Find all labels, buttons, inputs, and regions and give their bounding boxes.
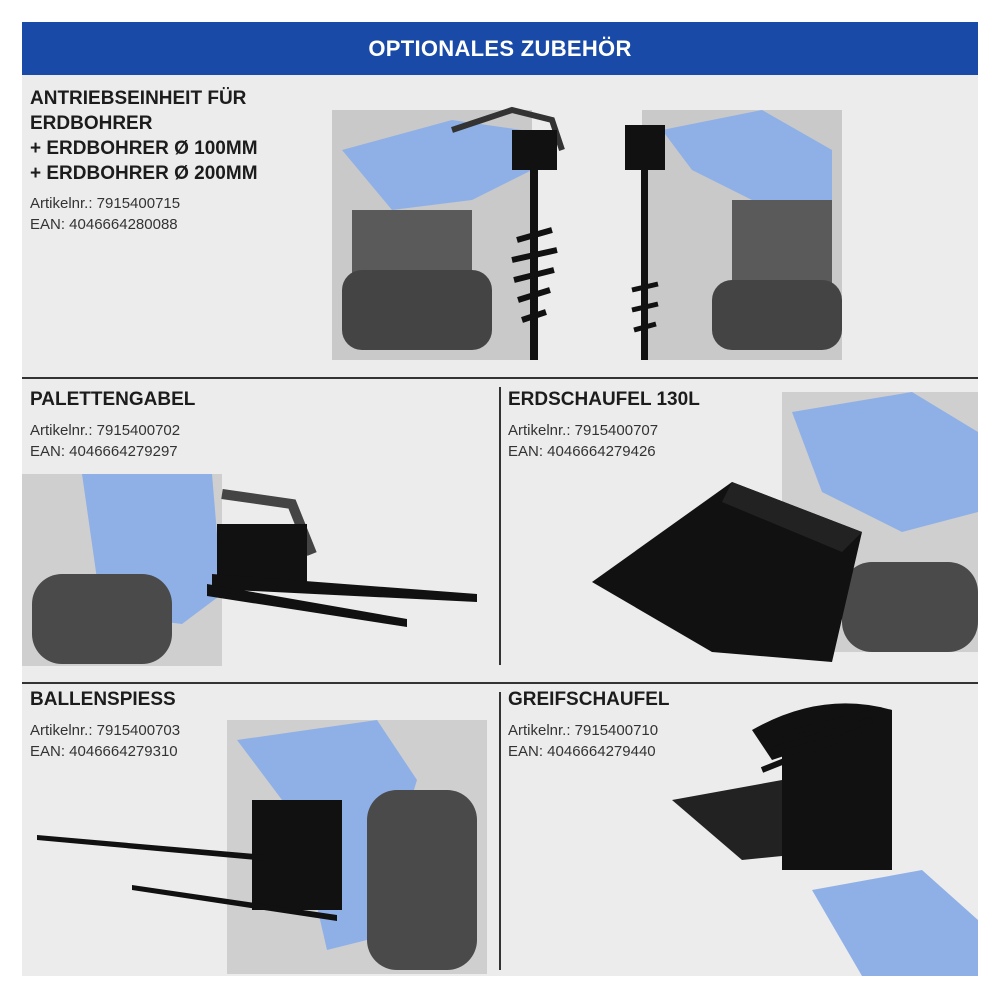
article-number: Artikelnr.: 7915400710: [508, 722, 659, 739]
article-number: Artikelnr.: 7915400702: [30, 422, 181, 439]
ean-number: EAN: 4046664279310: [30, 743, 178, 760]
catalog-page: OPTIONALES ZUBEHÖR ANTRIEBSEINHEIT FÜR E…: [22, 22, 978, 976]
section-divider-vertical: [499, 692, 501, 970]
section-divider: [22, 377, 978, 379]
title-line: ERDBOHRER: [30, 113, 153, 134]
bucket-icon: [592, 392, 978, 662]
auger-drive-icon: [332, 106, 842, 360]
ean-number: EAN: 4046664279440: [508, 743, 656, 760]
product-meta: Artikelnr.: 7915400702 EAN: 404666427929…: [30, 420, 180, 462]
product-meta: Artikelnr.: 7915400710 EAN: 404666427944…: [508, 720, 658, 762]
article-number: Artikelnr.: 7915400715: [30, 195, 181, 212]
product-meta: Artikelnr.: 7915400715 EAN: 404666428008…: [30, 193, 180, 235]
product-title: GREIFSCHAUFEL: [508, 689, 670, 710]
title-line: + ERDBOHRER Ø 100MM: [30, 138, 258, 159]
ean-number: EAN: 4046664279297: [30, 443, 178, 460]
page-title: OPTIONALES ZUBEHÖR: [368, 35, 632, 61]
bale-spear-icon: [37, 720, 487, 974]
grapple-bucket-icon: [672, 703, 978, 976]
article-number: Artikelnr.: 7915400703: [30, 722, 181, 739]
title-line: ANTRIEBSEINHEIT FÜR: [30, 88, 247, 109]
section-divider: [22, 682, 978, 684]
product-title: ANTRIEBSEINHEIT FÜR ERDBOHRER + ERDBOHRE…: [30, 86, 258, 186]
product-title: PALETTENGABEL: [30, 389, 196, 410]
page-header: OPTIONALES ZUBEHÖR: [22, 22, 978, 75]
title-line: + ERDBOHRER Ø 200MM: [30, 163, 258, 184]
section-divider-vertical: [499, 387, 501, 665]
article-number: Artikelnr.: 7915400707: [508, 422, 659, 439]
ean-number: EAN: 4046664279426: [508, 443, 656, 460]
pallet-fork-icon: [22, 474, 477, 666]
ean-number: EAN: 4046664280088: [30, 216, 178, 233]
product-title: BALLENSPIESS: [30, 689, 176, 710]
product-meta: Artikelnr.: 7915400707 EAN: 404666427942…: [508, 420, 658, 462]
product-meta: Artikelnr.: 7915400703 EAN: 404666427931…: [30, 720, 180, 762]
product-title: ERDSCHAUFEL 130L: [508, 389, 700, 410]
